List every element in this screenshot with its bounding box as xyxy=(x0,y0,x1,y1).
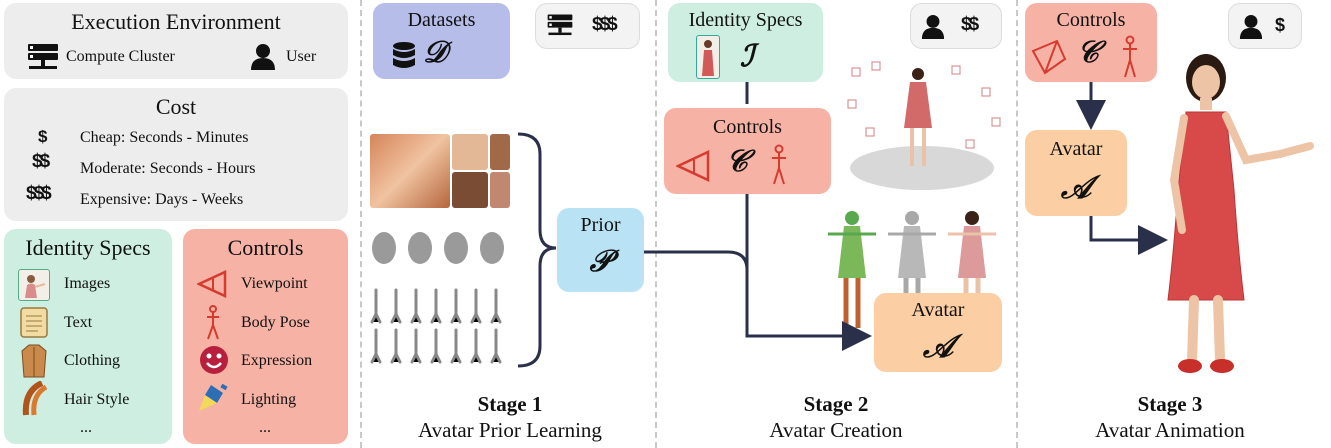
coat-icon xyxy=(21,344,47,378)
grouping-brace xyxy=(517,132,557,368)
stage3-title: Stage 3 xyxy=(1137,392,1203,416)
body-pose-icon xyxy=(207,305,219,340)
execution-environment-panel: Execution Environment Compute Cluster Us… xyxy=(4,3,348,79)
moderate-cost-symbol: $$ xyxy=(961,14,979,35)
identity-item-hair-style: Hair Style xyxy=(64,391,130,408)
datasets-box: Datasets 𝒟 xyxy=(373,3,510,79)
identity-specs-label: Identity Specs xyxy=(688,9,803,31)
stage1-name: Avatar Prior Learning xyxy=(418,418,602,442)
animated-avatar-figure xyxy=(1167,54,1314,373)
identity-item-images: Images xyxy=(64,275,111,292)
expensive-symbol: $$$ xyxy=(26,183,52,204)
stage2-title: Stage 2 xyxy=(803,392,869,416)
separator xyxy=(1016,0,1018,448)
user-icon xyxy=(251,44,275,70)
user-icon xyxy=(1239,15,1263,39)
prior-label: Prior xyxy=(580,214,621,236)
prior-box: Prior 𝒫 xyxy=(557,208,644,292)
controls-legend: Controls Viewpoint Body Pose Expression … xyxy=(183,229,348,444)
panel-title: Cost xyxy=(155,94,197,119)
avatar-box: Avatar 𝒜 xyxy=(874,293,1002,372)
controls-symbol: 𝒞 xyxy=(1077,35,1099,70)
server-icon xyxy=(28,44,58,69)
camera-viewpoint-icon xyxy=(197,270,227,298)
avatar-label: Avatar xyxy=(1049,138,1103,160)
separator xyxy=(655,0,657,448)
panel-title: Execution Environment xyxy=(71,9,281,34)
face-photo xyxy=(452,134,488,170)
stage2-name: Avatar Creation xyxy=(769,418,903,442)
controls-label: Controls xyxy=(713,116,782,138)
stage3-name: Avatar Animation xyxy=(1095,418,1245,442)
panel-title: Identity Specs xyxy=(25,235,151,260)
body-pose-icon xyxy=(1123,35,1137,78)
identity-item-clothing: Clothing xyxy=(64,352,121,369)
user-icon xyxy=(921,15,945,39)
identity-photo-thumbnail xyxy=(696,35,720,79)
head-scans-row xyxy=(372,232,504,264)
cost-panel: Cost $ Cheap: Seconds - Minutes $$ Moder… xyxy=(4,88,348,221)
identity-specs-legend: Identity Specs Images Text Clothing Hair… xyxy=(4,229,172,444)
identity-symbol: ℐ xyxy=(740,39,755,74)
controls-symbol: 𝒞 xyxy=(726,144,748,179)
identity-item-more: ... xyxy=(80,419,92,436)
body-pose-icon xyxy=(772,144,786,185)
control-item-more: ... xyxy=(259,419,271,436)
body-scans-grid xyxy=(370,288,502,364)
identity-specs-box: Identity Specs ℐ xyxy=(668,3,823,82)
face-expression-icon xyxy=(200,346,228,374)
user-label: User xyxy=(286,48,317,65)
stage1-title: Stage 1 xyxy=(477,392,543,416)
face-photo xyxy=(490,134,510,170)
stage2-cost-badge: $$ xyxy=(910,3,1002,49)
portrait-image-icon xyxy=(18,269,50,301)
controls-label: Controls xyxy=(1056,9,1126,31)
controls-box: Controls 𝒞 xyxy=(664,108,831,194)
stage3-cost-badge: $ xyxy=(1228,3,1302,49)
control-item-viewpoint: Viewpoint xyxy=(241,275,308,292)
avatar-symbol: 𝒜 xyxy=(1060,168,1092,206)
compute-cluster-label: Compute Cluster xyxy=(66,48,175,65)
separator xyxy=(360,0,362,448)
controls-box: Controls 𝒞 xyxy=(1025,3,1157,82)
avatar-symbol: 𝒜 xyxy=(922,327,954,365)
database-icon xyxy=(393,42,415,68)
datasets-symbol: 𝒟 xyxy=(423,35,447,70)
hair-icon xyxy=(22,381,48,416)
avatar-box: Avatar 𝒜 xyxy=(1025,130,1127,216)
panel-title: Controls xyxy=(227,235,304,260)
face-photo xyxy=(452,172,488,208)
cost-moderate-label: Moderate: Seconds - Hours xyxy=(80,160,256,177)
stage1-cost-badge: $$$ xyxy=(535,3,640,49)
prior-symbol: 𝒫 xyxy=(589,244,612,279)
control-item-lighting: Lighting xyxy=(241,391,297,408)
control-item-expression: Expression xyxy=(241,352,313,369)
datasets-label: Datasets xyxy=(407,9,476,31)
camera-viewpoint-icon xyxy=(1031,39,1067,75)
face-photo xyxy=(370,134,450,208)
multiview-capture-scene xyxy=(847,61,1001,190)
avatar-label: Avatar xyxy=(911,299,965,321)
cheap-symbol: $ xyxy=(38,127,48,146)
cost-expensive-label: Expensive: Days - Weeks xyxy=(80,191,244,208)
camera-viewpoint-icon xyxy=(676,150,710,182)
moderate-symbol: $$ xyxy=(32,151,50,172)
expensive-cost-symbol: $$$ xyxy=(592,14,618,35)
cheap-cost-symbol: $ xyxy=(1275,15,1286,35)
lamp-lighting-icon xyxy=(199,383,228,411)
text-document-icon xyxy=(20,307,48,338)
cost-cheap-label: Cheap: Seconds - Minutes xyxy=(80,129,249,146)
control-item-body-pose: Body Pose xyxy=(241,314,310,331)
server-icon xyxy=(547,14,573,36)
face-photo xyxy=(490,172,510,208)
identity-item-text: Text xyxy=(64,314,93,331)
